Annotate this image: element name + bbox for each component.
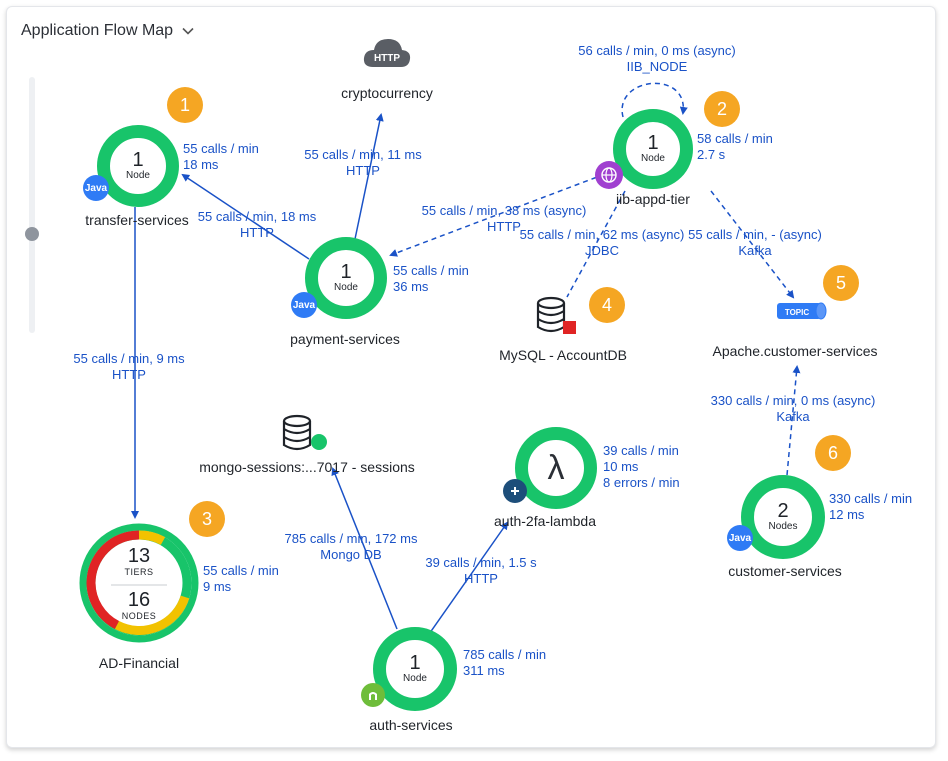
edge-iib-payment[interactable] xyxy=(389,170,614,257)
node-name-ad-financial: AD-Financial xyxy=(98,655,180,671)
node-stats-transfer: 55 calls / min 18 ms xyxy=(183,141,259,172)
edge-iib-topic[interactable] xyxy=(710,190,795,299)
edge-iib-self[interactable] xyxy=(621,82,688,118)
node-ad-financial[interactable]: 13 TIERS 16 NODES xyxy=(77,521,201,645)
zoom-slider-thumb[interactable] xyxy=(25,227,39,241)
node-name-payment-services: payment-services xyxy=(290,331,400,347)
edge-label-auth-lambda[interactable]: 39 calls / min, 1.5 s HTTP xyxy=(425,555,537,586)
edge-payment-transfer[interactable] xyxy=(181,173,310,260)
node-name-lambda: auth-2fa-lambda xyxy=(494,513,596,529)
lambda-icon: λ xyxy=(547,449,565,487)
health-ring xyxy=(79,523,199,643)
node-iib-appd-tier[interactable]: 1 Node xyxy=(613,109,693,189)
step-badge: 4 xyxy=(589,287,625,323)
nodejs-icon xyxy=(369,692,377,700)
nodejs-icon xyxy=(361,683,385,707)
node-stats-lambda: 39 calls / min 10 ms 8 errors / min xyxy=(603,443,680,490)
java-icon: Java xyxy=(291,292,317,318)
http-cloud-icon[interactable]: HTTP xyxy=(361,35,413,69)
node-name-topic: Apache.customer-services xyxy=(712,343,878,359)
node-auth-2fa-lambda[interactable]: λ xyxy=(515,427,597,509)
node-stats-iib: 58 calls / min 2.7 s xyxy=(697,131,773,162)
nodes-block: 16 NODES xyxy=(121,589,157,621)
edge-payment-crypto[interactable] xyxy=(354,113,384,240)
java-icon: Java xyxy=(83,175,109,201)
cloud-icon: HTTP xyxy=(363,39,411,67)
node-name-transfer-services: transfer-services xyxy=(85,212,189,228)
node-stats-customer: 330 calls / min 12 ms xyxy=(829,491,913,522)
globe-icon xyxy=(595,161,623,189)
edge-label-iib-topic[interactable]: 55 calls / min, - (async) Kafka xyxy=(688,227,822,258)
step-badge: 3 xyxy=(189,501,225,537)
edge-label-iib-self[interactable]: 56 calls / min, 0 ms (async) IIB_NODE xyxy=(578,43,736,74)
flow-map-title-dropdown[interactable]: Application Flow Map xyxy=(21,22,195,40)
database-icon[interactable] xyxy=(279,413,331,457)
svg-text:HTTP: HTTP xyxy=(374,53,400,64)
edge-label-customer-topic[interactable]: 330 calls / min, 0 ms (async) Kafka xyxy=(710,393,876,424)
node-stats-auth: 785 calls / min 311 ms xyxy=(463,647,547,678)
edge-label-iib-payment[interactable]: 55 calls / min, 38 ms (async) HTTP xyxy=(421,203,587,234)
node-transfer-services[interactable]: 1 Node xyxy=(97,125,179,207)
flow-map-panel: Application Flow Map 56 calls / min, 0 m… xyxy=(6,6,936,748)
node-name-iib-appd-tier: iib-appd-tier xyxy=(616,191,690,207)
database-icon xyxy=(282,414,327,451)
edge-auth-mongo[interactable] xyxy=(331,467,398,630)
tiers-block: 13 TIERS xyxy=(124,545,154,577)
node-stats-financial: 55 calls / min 9 ms xyxy=(203,563,279,594)
topic-icon: TOPIC xyxy=(777,302,827,320)
node-customer-services[interactable]: 2 Nodes xyxy=(741,475,825,559)
step-badge: 1 xyxy=(167,87,203,123)
plugin-icon xyxy=(511,487,519,495)
svg-text:TOPIC: TOPIC xyxy=(785,308,810,317)
zoom-slider[interactable] xyxy=(25,77,39,333)
topic-icon[interactable]: TOPIC xyxy=(775,299,831,323)
node-payment-services[interactable]: 1 Node xyxy=(305,237,387,319)
edge-label-transfer-financial[interactable]: 55 calls / min, 9 ms HTTP xyxy=(73,351,185,382)
edge-auth-lambda[interactable] xyxy=(426,521,509,638)
node-name-cryptocurrency: cryptocurrency xyxy=(341,85,433,101)
step-badge: 2 xyxy=(704,91,740,127)
edge-customer-topic[interactable] xyxy=(786,365,801,476)
node-name-auth-services: auth-services xyxy=(369,717,453,733)
globe-icon xyxy=(601,167,617,183)
page-title: Application Flow Map xyxy=(21,22,174,39)
step-badge: 5 xyxy=(823,265,859,301)
java-icon: Java xyxy=(727,525,753,551)
flow-edges xyxy=(131,82,801,638)
edge-label-auth-mongo[interactable]: 785 calls / min, 172 ms Mongo DB xyxy=(284,531,418,562)
node-name-mysql: MySQL - AccountDB xyxy=(499,347,627,363)
database-icon[interactable] xyxy=(533,295,581,337)
edge-label-payment-transfer[interactable]: 55 calls / min, 18 ms HTTP xyxy=(197,209,317,240)
node-name-customer-services: customer-services xyxy=(728,563,842,579)
node-stats-payment: 55 calls / min 36 ms xyxy=(393,263,469,294)
zoom-slider-track[interactable] xyxy=(29,77,35,333)
edge-label-iib-mysql[interactable]: 55 calls / min, 62 ms (async) JDBC xyxy=(519,227,685,258)
edge-label-payment-crypto[interactable]: 55 calls / min, 11 ms HTTP xyxy=(304,147,422,178)
node-name-mongo: mongo-sessions:...7017 - sessions xyxy=(199,459,415,475)
node-auth-services[interactable]: 1 Node xyxy=(373,627,457,711)
step-badge: 6 xyxy=(815,435,851,471)
chevron-down-icon xyxy=(182,27,194,35)
database-icon xyxy=(536,296,576,334)
plugin-icon xyxy=(503,479,527,503)
edge-iib-mysql[interactable] xyxy=(566,190,626,298)
